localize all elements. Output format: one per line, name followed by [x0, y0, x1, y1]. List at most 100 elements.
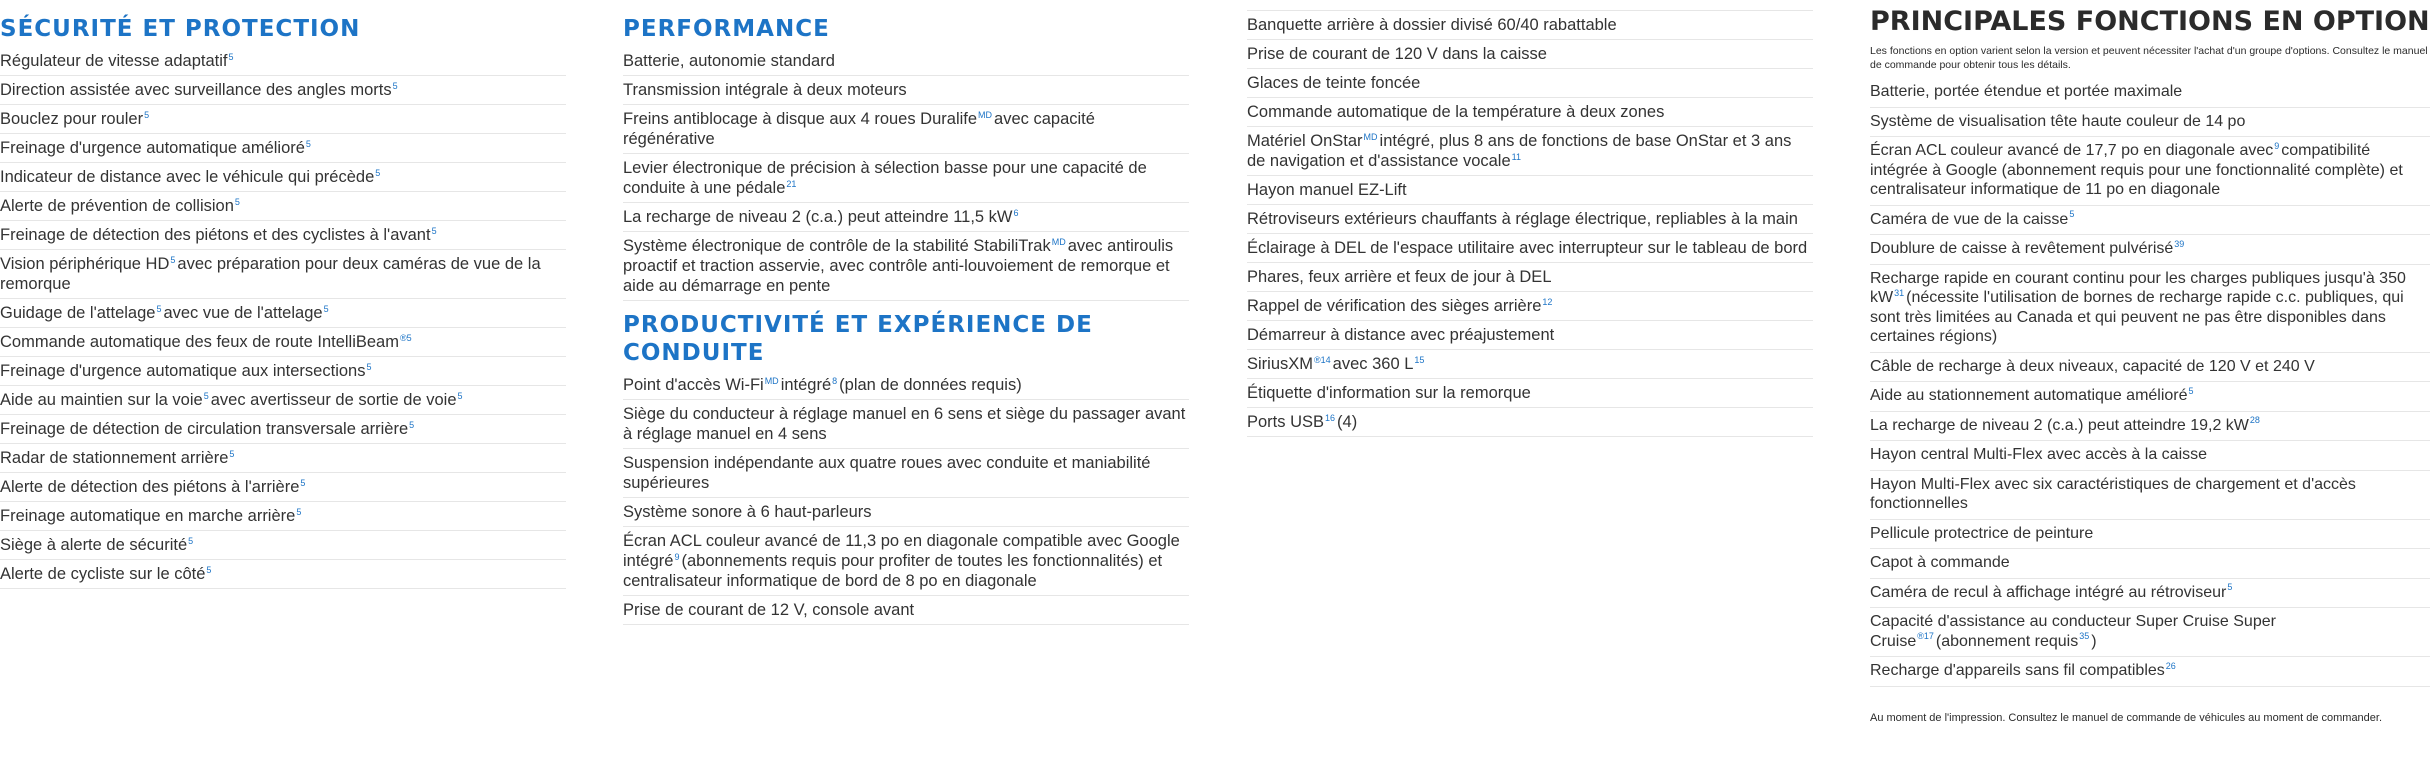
list-item: Écran ACL couleur avancé de 11,3 po en d… [623, 527, 1189, 596]
footnote-marker: ®17 [1917, 631, 1934, 642]
item-text: (nécessite l'utilisation de bornes de re… [1870, 289, 2404, 345]
item-text: Hayon Multi-Flex avec six caractéristiqu… [1870, 475, 2356, 513]
item-text: Commande automatique des feux de route I… [0, 333, 399, 351]
item-text: (abonnement requis [1935, 632, 2079, 650]
item-text: intégré, plus 8 ans de fonctions de base… [1247, 132, 1792, 170]
item-text: La recharge de niveau 2 (c.a.) peut atte… [1870, 416, 2249, 434]
item-text: avec vue de l'attelage [163, 304, 323, 322]
list-item: Hayon Multi-Flex avec six caractéristiqu… [1870, 471, 2430, 520]
list-item: Système de visualisation tête haute coul… [1870, 108, 2430, 137]
footnote-marker: 31 [1894, 287, 1905, 298]
item-text: intégré [780, 376, 832, 394]
list-item: Siège à alerte de sécurité5 [0, 531, 566, 560]
list-item: Transmission intégrale à deux moteurs [623, 76, 1189, 105]
item-text: Radar de stationnement arrière [0, 449, 229, 467]
list-item: Aide au stationnement automatique amélio… [1870, 382, 2430, 412]
list-item: Système sonore à 6 haut-parleurs [623, 498, 1189, 527]
options-column: PRINCIPALES FONCTIONS EN OPTION Les fonc… [1870, 0, 2430, 736]
footnote-marker: 16 [1325, 412, 1336, 423]
item-text: Vision périphérique HD [0, 255, 170, 273]
footnote-marker: 5 [392, 80, 398, 91]
list-item: Recharge rapide en courant continu pour … [1870, 265, 2430, 353]
list-item: Rappel de vérification des sièges arrièr… [1247, 292, 1813, 321]
item-text: Ports USB [1247, 413, 1325, 431]
footnote-marker: 5 [409, 419, 415, 430]
performance-title: PERFORMANCE [623, 16, 830, 42]
list-item: Glaces de teinte foncée [1247, 69, 1813, 98]
footnote-marker: 5 [170, 254, 176, 265]
security-title: SÉCURITÉ ET PROTECTION [0, 16, 361, 42]
list-item: Indicateur de distance avec le véhicule … [0, 163, 566, 192]
item-text: avec préparation pour deux caméras de vu… [0, 255, 541, 293]
item-text: Aide au stationnement automatique amélio… [1870, 387, 2188, 404]
item-text: Caméra de recul à affichage intégré au r… [1870, 583, 2227, 601]
item-text: Glaces de teinte foncée [1247, 74, 1421, 92]
item-text: Système électronique de contrôle de la s… [623, 237, 1051, 255]
list-item: Direction assistée avec surveillance des… [0, 76, 566, 105]
item-text: Rappel de vérification des sièges arrièr… [1247, 297, 1542, 315]
item-text: Freins antiblocage à disque aux 4 roues … [623, 110, 978, 128]
footnote-marker: 5 [229, 448, 235, 459]
item-text: Aide au maintien sur la voie [0, 391, 203, 409]
item-text: Prise de courant de 120 V dans la caisse [1247, 45, 1547, 63]
item-text: Siège à alerte de sécurité [0, 536, 188, 554]
options-intro: Les fonctions en option varient selon la… [1870, 45, 2428, 71]
list-item: Batterie, autonomie standard [623, 47, 1189, 76]
item-text: Capacité d'assistance au conducteur Supe… [1870, 613, 2276, 650]
list-item: Freinage d'urgence automatique aux inter… [0, 357, 566, 386]
options-list: Batterie, portée étendue et portée maxim… [1870, 78, 2430, 687]
footnote-marker: MD [1051, 236, 1066, 247]
footnote-marker: MD [1363, 131, 1378, 142]
item-text: Étiquette d'information sur la remorque [1247, 384, 1531, 402]
list-item: Batterie, portée étendue et portée maxim… [1870, 78, 2430, 108]
item-text: Capot à commande [1870, 554, 2010, 571]
item-text: avec 360 L [1332, 355, 1414, 373]
footnote-marker: 5 [234, 196, 240, 207]
list-item: Bouclez pour rouler5 [0, 105, 566, 134]
footnote-marker: 5 [296, 506, 302, 517]
item-text: Recharge d'appareils sans fil compatible… [1870, 662, 2165, 679]
footnote-marker: 5 [375, 167, 381, 178]
list-item: Freinage de détection de circulation tra… [0, 415, 566, 444]
item-text: Transmission intégrale à deux moteurs [623, 81, 907, 99]
item-text: Point d'accès Wi-Fi [623, 376, 764, 394]
item-text: Système sonore à 6 haut-parleurs [623, 503, 872, 521]
footnote-marker: 21 [786, 178, 797, 189]
item-text: Doublure de caisse à revêtement pulvéris… [1870, 240, 2174, 257]
item-text: Câble de recharge à deux niveaux, capaci… [1870, 357, 2315, 375]
item-text: (4) [1337, 413, 1358, 431]
list-item: Hayon manuel EZ-Lift [1247, 176, 1813, 205]
performance-column: PERFORMANCE Batterie, autonomie standard… [623, 0, 1189, 625]
list-item: Commande automatique des feux de route I… [0, 328, 566, 357]
item-text: SiriusXM [1247, 355, 1314, 373]
equipment-column: Banquette arrière à dossier divisé 60/40… [1247, 0, 1813, 437]
list-item: La recharge de niveau 2 (c.a.) peut atte… [1870, 412, 2430, 441]
list-item: Radar de stationnement arrière5 [0, 444, 566, 473]
list-item: Alerte de détection des piétons à l'arri… [0, 473, 566, 502]
list-item: Capacité d'assistance au conducteur Supe… [1870, 608, 2430, 657]
list-item: Doublure de caisse à revêtement pulvéris… [1870, 235, 2430, 265]
item-text: Rétroviseurs extérieurs chauffants à rég… [1247, 210, 1798, 228]
item-text: La recharge de niveau 2 (c.a.) peut atte… [623, 208, 1013, 226]
item-text: Freinage de détection de circulation tra… [0, 420, 409, 438]
item-text: Siège du conducteur à réglage manuel en … [623, 405, 1186, 443]
item-text: Éclairage à DEL de l'espace utilitaire a… [1247, 239, 1808, 257]
list-item: Phares, feux arrière et feux de jour à D… [1247, 263, 1813, 292]
footnote-marker: 15 [1414, 354, 1425, 365]
item-text: Pellicule protectrice de peinture [1870, 524, 2094, 542]
item-text: Alerte de prévention de collision [0, 197, 234, 215]
item-text: Commande automatique de la température à… [1247, 103, 1665, 121]
list-item: Câble de recharge à deux niveaux, capaci… [1870, 353, 2430, 382]
footnote-marker: 9 [674, 551, 680, 562]
item-text: Démarreur à distance avec préajustement [1247, 326, 1555, 344]
list-item: La recharge de niveau 2 (c.a.) peut atte… [623, 203, 1189, 232]
item-text: Alerte de détection des piétons à l'arri… [0, 478, 300, 496]
